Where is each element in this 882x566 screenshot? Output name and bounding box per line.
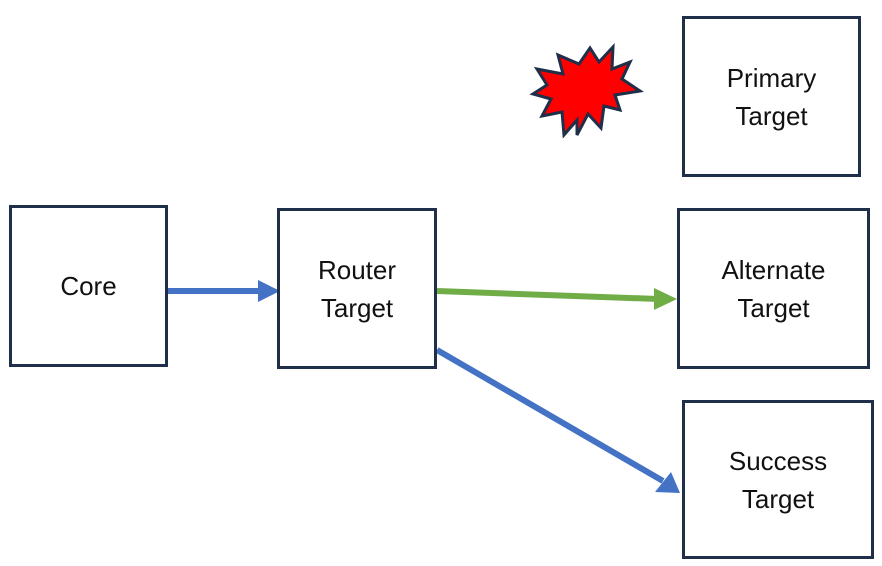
explosion-icon xyxy=(529,42,645,139)
success-target-node: Success Target xyxy=(682,400,874,559)
router-target-node: Router Target xyxy=(277,208,437,369)
core-label: Core xyxy=(60,271,117,301)
alternate-target-node: Alternate Target xyxy=(677,208,870,369)
alternate-target-label: Alternate Target xyxy=(721,254,826,323)
edge-core-to-router xyxy=(168,280,280,302)
primary-target-node: Primary Target xyxy=(682,16,861,177)
edge-router-to-success xyxy=(435,347,680,493)
router-target-label: Router Target xyxy=(317,254,397,323)
success-target-label: Success Target xyxy=(728,445,828,514)
core-node: Core xyxy=(9,205,168,367)
edge-router-to-alternate xyxy=(436,288,677,310)
primary-target-label: Primary Target xyxy=(726,62,817,131)
